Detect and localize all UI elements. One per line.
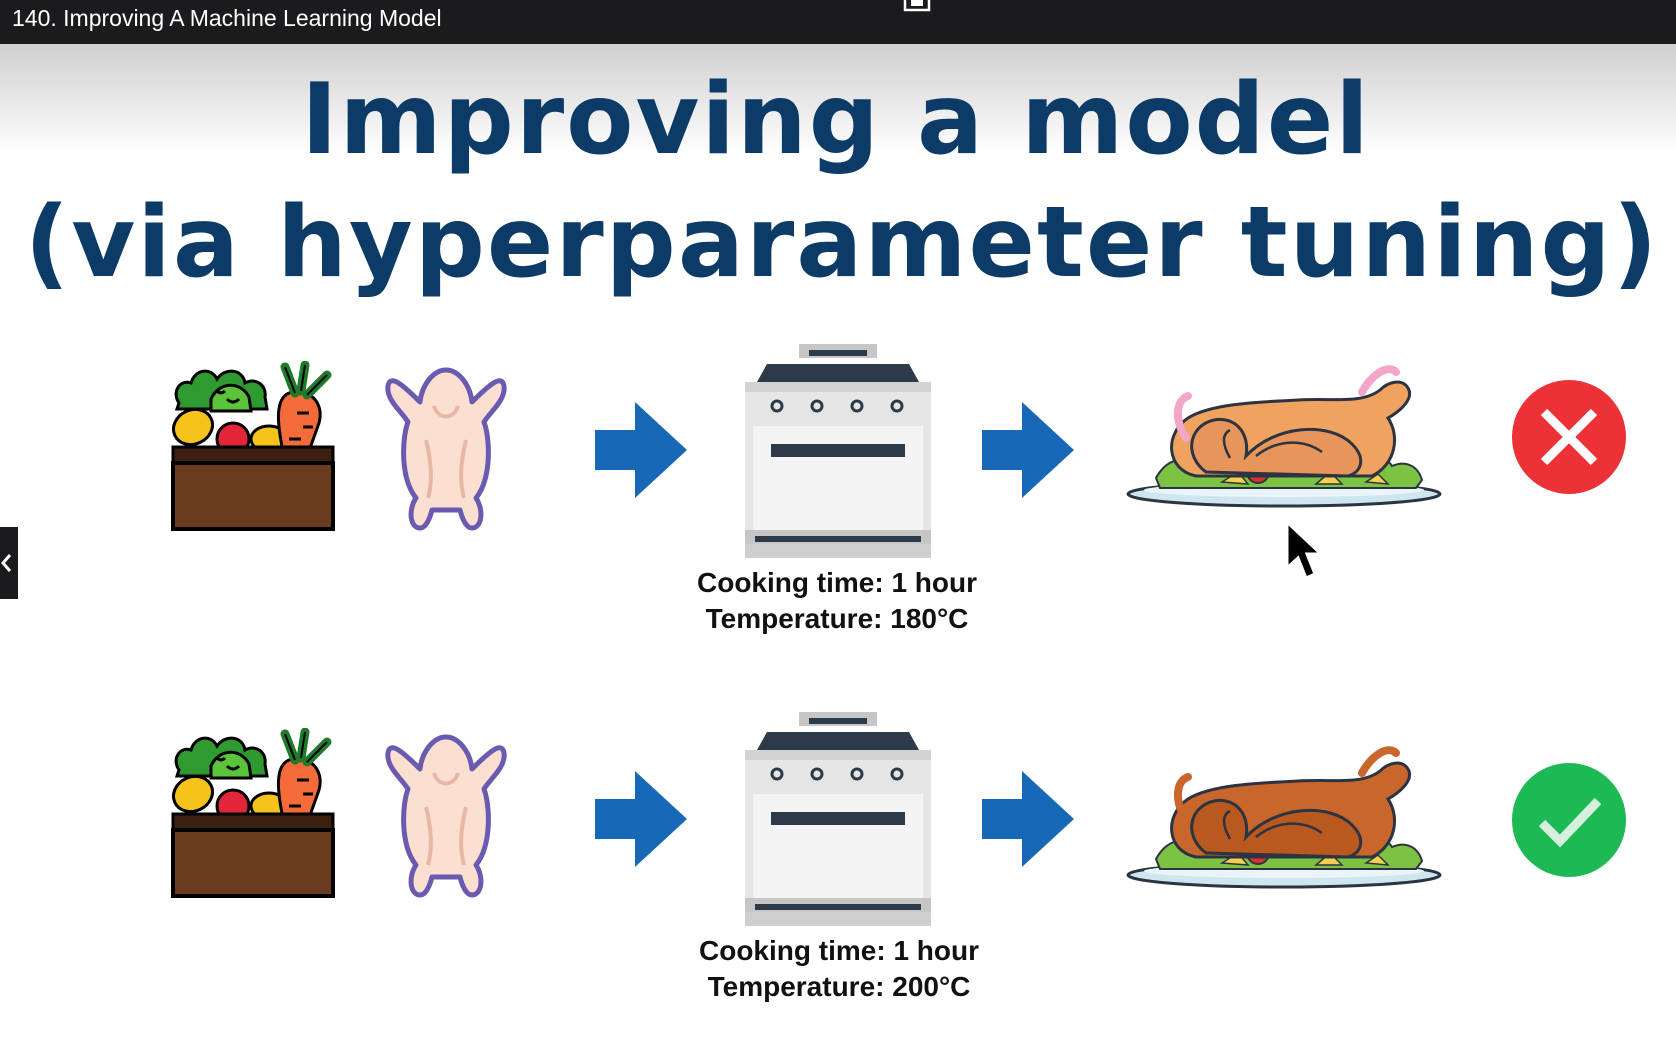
right-arrow-icon bbox=[982, 402, 1074, 498]
cooking-settings-1: Cooking time: 1 hour Temperature: 180°C bbox=[657, 565, 1017, 637]
vegetables-basket-icon bbox=[171, 728, 343, 906]
roasted-chicken-icon bbox=[1126, 741, 1442, 889]
raw-chicken-icon bbox=[376, 727, 518, 909]
video-title-bar: 140. Improving A Machine Learning Model bbox=[0, 0, 1676, 44]
lesson-title: 140. Improving A Machine Learning Model bbox=[12, 5, 442, 31]
raw-chicken-icon bbox=[376, 360, 518, 542]
temperature-label: Temperature: 180°C bbox=[705, 603, 969, 634]
cooking-time-label: Cooking time: 1 hour bbox=[699, 935, 979, 966]
cooking-settings-2: Cooking time: 1 hour Temperature: 200°C bbox=[659, 933, 1019, 1005]
check-icon bbox=[1512, 763, 1626, 877]
slide-title-line-1: Improving a model bbox=[301, 63, 1371, 177]
undercooked-roast-chicken-icon bbox=[1126, 360, 1442, 508]
right-arrow-icon bbox=[595, 402, 687, 498]
sidebar-toggle[interactable] bbox=[0, 527, 18, 599]
cooking-time-label: Cooking time: 1 hour bbox=[697, 567, 977, 598]
vegetables-basket-icon bbox=[171, 361, 343, 539]
temperature-label: Temperature: 200°C bbox=[707, 971, 971, 1002]
right-arrow-icon bbox=[595, 771, 687, 867]
picture-in-picture-icon[interactable] bbox=[903, 0, 931, 12]
mouse-cursor-icon bbox=[1285, 520, 1325, 581]
oven-icon bbox=[743, 712, 933, 928]
oven-icon bbox=[743, 344, 933, 560]
slide-top-shade bbox=[0, 44, 1676, 154]
cross-icon bbox=[1512, 380, 1626, 494]
slide-title-line-2: (via hyperparameter tuning) bbox=[24, 186, 1660, 300]
right-arrow-icon bbox=[982, 771, 1074, 867]
chevron-left-icon bbox=[1, 554, 12, 572]
